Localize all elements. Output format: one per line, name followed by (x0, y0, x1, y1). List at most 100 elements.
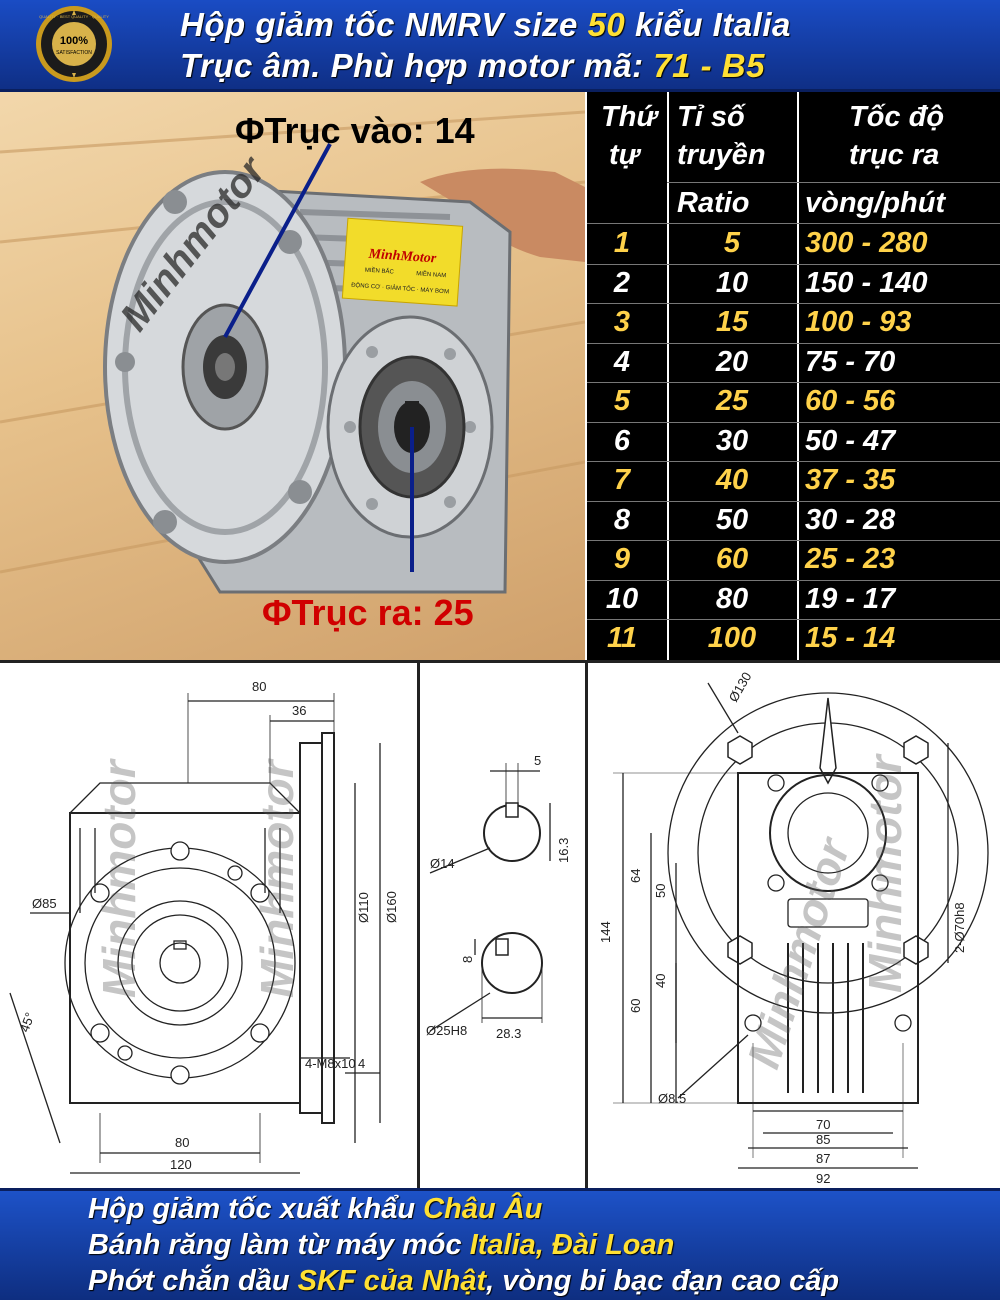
header-col1-line2: tự (609, 139, 640, 171)
header-banner: 100% SATISFACTION QUALITY · BEST QUALITY… (0, 0, 1000, 92)
front-dim-87: 87 (816, 1151, 830, 1166)
badge-top-text: 100% (60, 35, 88, 47)
output-shaft-caption: ΦTrục ra: 25 (262, 592, 474, 633)
row-speed: 15 - 14 (805, 622, 896, 654)
key-dim-28-3: 28.3 (496, 1026, 521, 1041)
row-speed: 150 - 140 (805, 266, 928, 299)
row-number: 8 (613, 503, 631, 536)
front-dim-144: 144 (598, 921, 613, 943)
table-row-separator (587, 263, 1000, 265)
row-speed: 60 - 56 (805, 385, 896, 417)
label-line2: MIỀN NAM (416, 270, 446, 279)
table-row-separator (587, 540, 1000, 541)
front-dim-70: 70 (816, 1117, 830, 1132)
front-dim-d8-5: Ø8.5 (658, 1091, 686, 1106)
footer-line-2: Bánh răng làm từ máy móc Italia, Đài Loa… (88, 1229, 675, 1261)
front-dim-40: 40 (653, 974, 668, 988)
row-ratio: 50 (715, 503, 749, 536)
table-row: 6 30 50 - 47 (587, 422, 1000, 462)
table-row-separator (587, 421, 1000, 423)
row-ratio: 100 (707, 622, 757, 654)
header-col3-line1: Tốc độ (849, 101, 945, 133)
table-divider-2 (797, 92, 799, 660)
row-speed: 50 - 47 (805, 424, 896, 457)
row-speed: 300 - 280 (805, 227, 928, 259)
table-divider-1 (667, 92, 669, 660)
front-dim-50: 50 (653, 884, 668, 898)
dim-80-top: 80 (252, 679, 266, 694)
row-ratio: 40 (715, 464, 749, 496)
label-brand: MinhMotor (367, 247, 437, 267)
row-number: 3 (613, 306, 631, 338)
row-speed: 19 - 17 (805, 582, 896, 615)
table-row-separator (587, 461, 1000, 462)
title-line-1: Hộp giảm tốc NMRV size 50 kiểu Italia (180, 6, 791, 43)
front-dim-64: 64 (628, 869, 643, 883)
product-photo: MinhMotor MIỀN BẮC MIỀN NAM ĐỘNG CƠ · GI… (0, 92, 585, 660)
key-dim-d14: Ø14 (430, 856, 455, 871)
row-speed: 25 - 23 (805, 543, 896, 575)
ratio-table: Thứ tự Tỉ số truyền Ratio Tốc độ trục ra… (585, 92, 1000, 660)
dim-80-bottom: 80 (175, 1135, 189, 1150)
table-row: 11 100 15 - 14 (587, 619, 1000, 659)
input-shaft-caption: ΦTrục vào: 14 (235, 110, 475, 151)
quality-badge-icon: 100% SATISFACTION QUALITY · BEST QUALITY… (36, 6, 112, 82)
dim-d110: Ø110 (356, 892, 371, 923)
header-col2-line1: Tỉ số (677, 101, 745, 133)
row-ratio: 80 (715, 582, 749, 615)
dim-4: 4 (358, 1056, 365, 1071)
key-dim-8: 8 (460, 956, 475, 963)
row-number: 1 (613, 227, 631, 259)
dim-d160: Ø160 (384, 891, 399, 923)
row-number: 7 (613, 464, 631, 496)
table-row-separator (587, 579, 1000, 581)
drawing1-watermark-2: Minhmotor (251, 760, 303, 998)
row-number: 9 (613, 543, 631, 575)
title-line-2: Trục âm. Phù hợp motor mã: 71 - B5 (180, 47, 765, 84)
key-dim-16-3: 16.3 (556, 838, 571, 863)
header-col1-line1: Thứ (601, 101, 658, 133)
front-dim-85: 85 (816, 1132, 830, 1147)
header-col3-line3: vòng/phút (805, 187, 946, 219)
row-speed: 75 - 70 (805, 345, 896, 378)
table-row-separator (587, 382, 1000, 383)
row-speed: 100 - 93 (805, 306, 912, 338)
row-number: 4 (613, 345, 631, 378)
dim-d85: Ø85 (32, 896, 57, 911)
front-dim-d70h8: 2-Ø70h8 (952, 902, 967, 953)
drawing1-watermark-1: Minhmotor (93, 760, 145, 998)
drawing-key-details: 5 Ø14 16.3 8 Ø25H8 28.3 (420, 660, 588, 1188)
row-number: 11 (606, 622, 638, 654)
row-ratio: 10 (715, 266, 749, 299)
dim-36: 36 (292, 703, 306, 718)
row-ratio: 60 (715, 543, 749, 575)
key-dim-d25h8: Ø25H8 (426, 1023, 467, 1038)
row-number: 6 (613, 424, 631, 457)
table-row: 9 60 25 - 23 (587, 540, 1000, 580)
front-dim-60: 60 (628, 999, 643, 1013)
gearbox-photo-illustration: MinhMotor MIỀN BẮC MIỀN NAM ĐỘNG CƠ · GI… (0, 110, 585, 594)
row-ratio: 30 (715, 424, 749, 457)
label-line1: MIỀN BẮC (365, 266, 395, 276)
badge-ring-text: QUALITY · BEST QUALITY · QUALITY (39, 14, 109, 19)
table-row-separator (587, 303, 1000, 304)
row-number: 10 (605, 582, 639, 615)
front-dim-d130: Ø130 (726, 669, 755, 704)
table-row-separator (587, 342, 1000, 344)
row-ratio: 15 (715, 306, 749, 338)
drawing-side-view: 80 36 Ø110 Ø160 Ø85 45° 4 4-M8x10 80 120… (0, 660, 420, 1188)
table-row: 7 40 37 - 35 (587, 461, 1000, 501)
table-row: 10 80 19 - 17 (587, 580, 1000, 620)
front-dim-92: 92 (816, 1171, 830, 1186)
dim-m8: 4-M8x10 (305, 1056, 356, 1071)
key-dim-5: 5 (534, 753, 541, 768)
row-speed: 37 - 35 (805, 464, 896, 496)
footer-banner: Hộp giảm tốc xuất khẩu Châu Âu Bánh răng… (0, 1188, 1000, 1300)
drawing-front-view: Ø130 144 64 50 40 60 2-Ø70h8 Ø8.5 70 85 … (588, 660, 1000, 1188)
row-ratio: 25 (715, 385, 749, 417)
